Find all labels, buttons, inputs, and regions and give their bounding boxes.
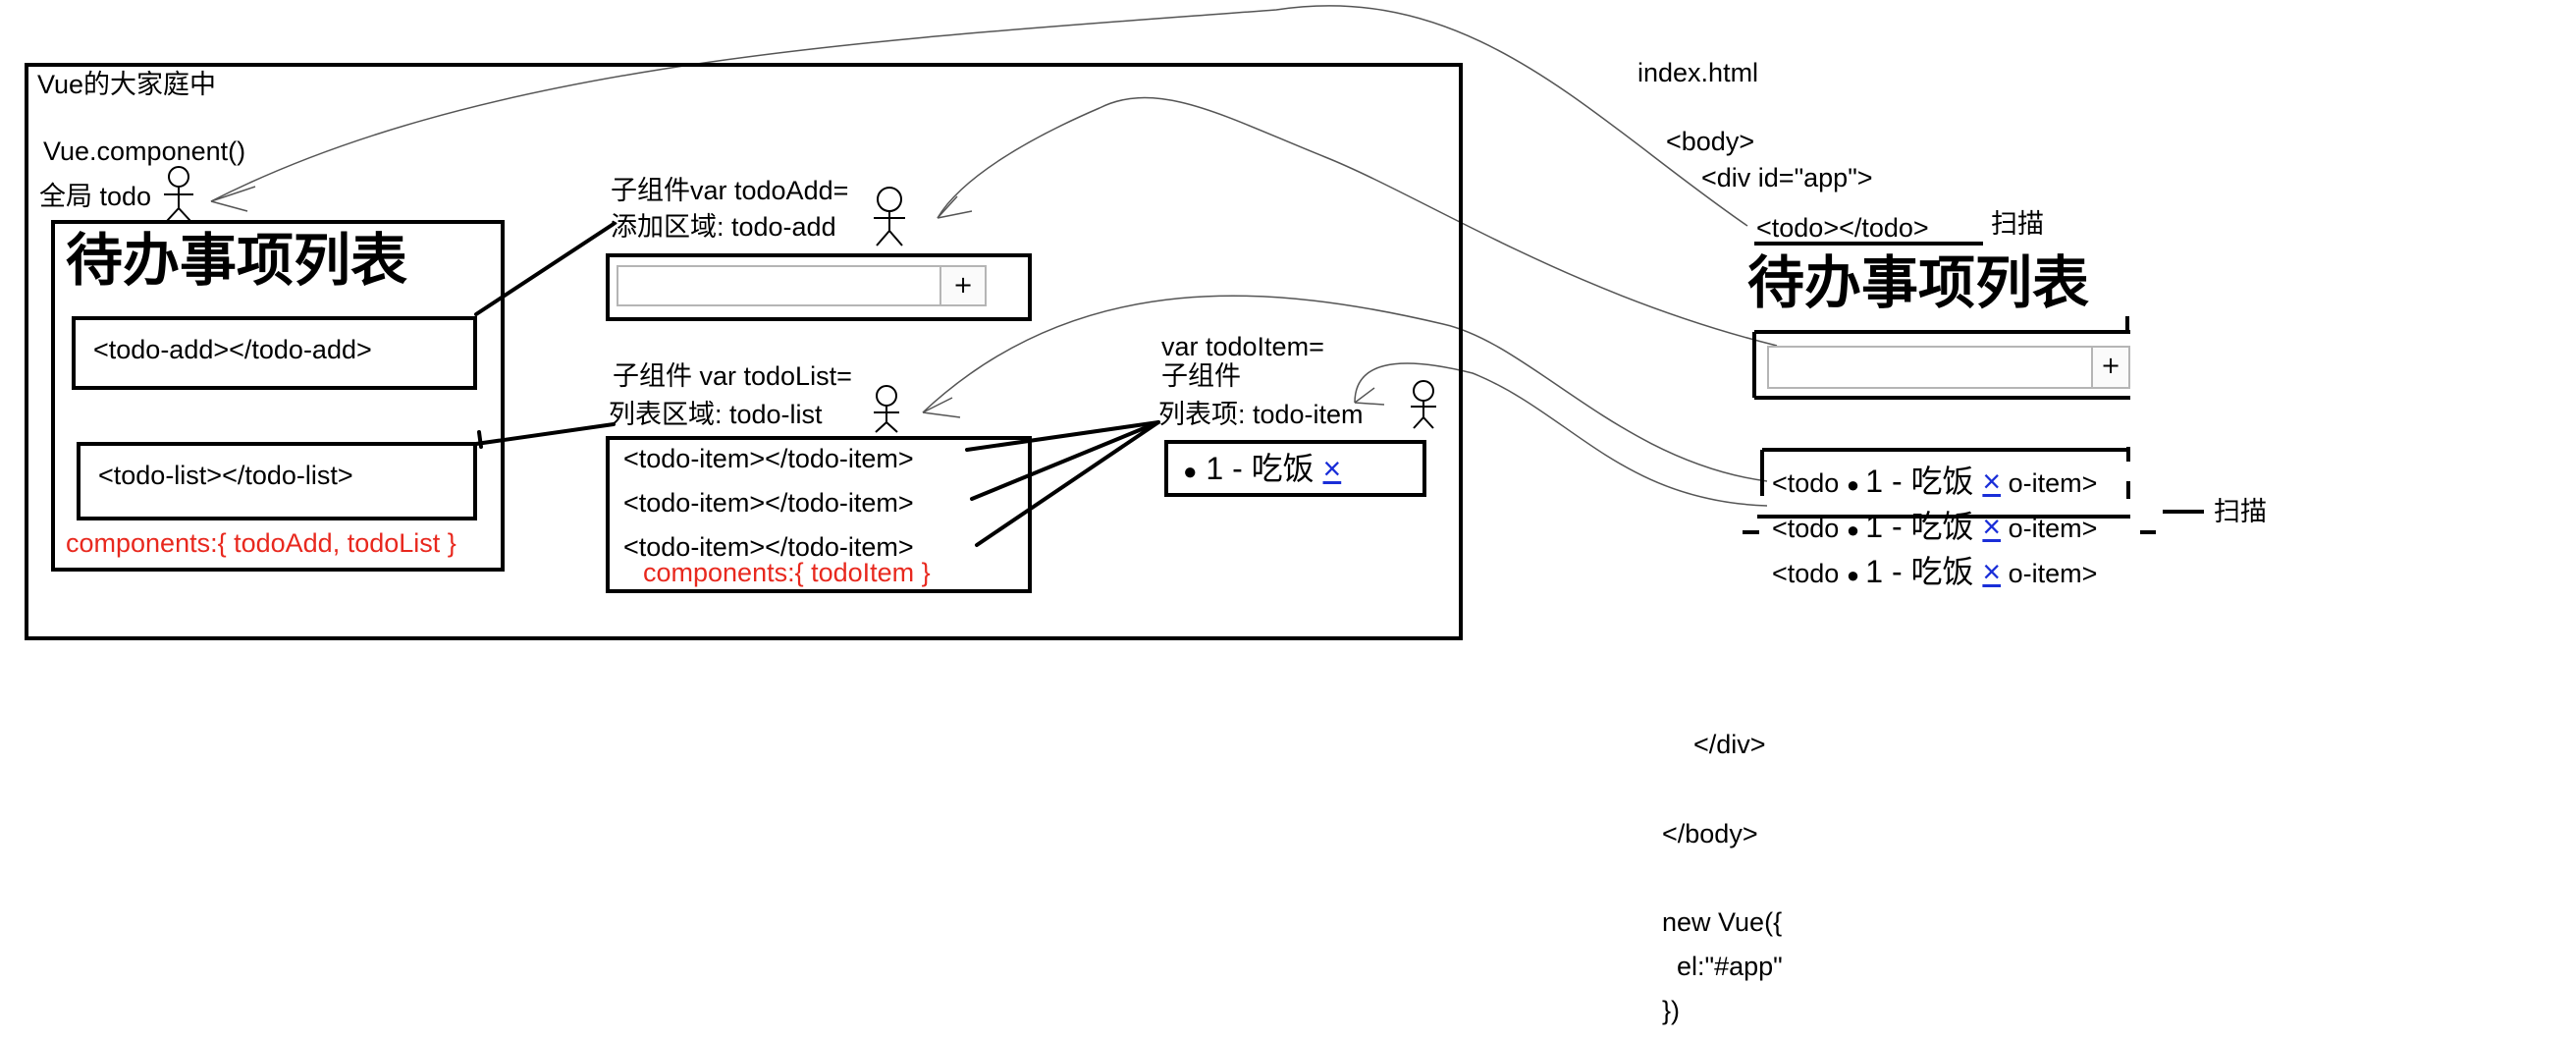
todo-list-tag: <todo-list></todo-list> — [98, 461, 353, 490]
index-row-close-link[interactable]: × — [1982, 509, 2002, 544]
arrow-index-to-todo-add — [937, 96, 1778, 347]
todo-components-label: components:{ todoAdd, todoList } — [66, 528, 456, 558]
line-item2-to-todo-item — [970, 420, 1160, 501]
todo-add-subtitle: 添加区域: todo-add — [611, 212, 836, 242]
index-body-open: <body> — [1666, 127, 1755, 156]
todo-list-title: 子组件 var todoList= — [613, 361, 852, 391]
index-row-item: ● 1 - 吃饭 × — [1846, 464, 2002, 499]
bullet-icon: ● — [1846, 518, 1866, 542]
todo-item-title: var todoItem= — [1161, 332, 1324, 361]
todo-heading: 待办事项列表 — [66, 229, 408, 293]
todo-item-close-link[interactable]: × — [1322, 451, 1342, 486]
bullet-icon: ● — [1183, 459, 1198, 485]
index-vue-close: }) — [1662, 996, 1681, 1025]
todo-list-item-1: <todo-item></todo-item> — [623, 444, 914, 473]
index-todo-tag: <todo></todo> — [1756, 213, 1929, 243]
stick-figure-todo-add — [874, 187, 905, 246]
arrow-app-to-global-todo — [210, 5, 1748, 227]
vue-family-box — [25, 63, 1463, 640]
vue-family-title: Vue的大家庭中 — [37, 70, 217, 99]
vue-component-label: Vue.component() — [43, 137, 246, 166]
todo-list-item-3: <todo-item></todo-item> — [623, 532, 914, 562]
todo-add-tag: <todo-add></todo-add> — [93, 335, 372, 364]
index-todo-add-button[interactable]: + — [2091, 346, 2130, 389]
index-todo-heading: 待办事项列表 — [1747, 251, 2090, 315]
line-list-to-todo-list — [474, 422, 616, 446]
stick-figure-todo-item — [1411, 380, 1436, 429]
todo-list-item-2: <todo-item></todo-item> — [623, 488, 914, 518]
stick-figure-todo-list — [874, 385, 899, 433]
index-div-close: </div> — [1693, 730, 1766, 759]
todo-item-desc: 列表项: todo-item — [1158, 400, 1364, 429]
todo-add-tag-box — [72, 316, 477, 390]
arrow-list-to-todo-list — [922, 295, 1768, 482]
index-row-2: <todo ● 1 - 吃饭 × o-item> — [1772, 511, 2097, 546]
index-row-close-link[interactable]: × — [1982, 554, 2002, 589]
index-row-tag-suffix: o-item> — [2008, 559, 2098, 588]
todo-item-subtitle: 子组件 — [1161, 361, 1241, 391]
global-todo-label: 全局 todo — [39, 182, 152, 211]
index-row-item: ● 1 - 吃饭 × — [1846, 509, 2002, 544]
index-row-tag-prefix: <todo — [1772, 514, 1840, 543]
todo-list-components-label: components:{ todoItem } — [643, 558, 931, 587]
index-filename: index.html — [1637, 58, 1759, 87]
index-row-tag-prefix: <todo — [1772, 468, 1840, 498]
index-row-1: <todo ● 1 - 吃饭 × o-item> — [1772, 465, 2097, 501]
index-row-item: ● 1 - 吃饭 × — [1846, 554, 2002, 589]
todo-list-box — [606, 436, 1032, 593]
todo-add-box — [606, 253, 1032, 321]
bullet-icon: ● — [1846, 472, 1866, 497]
todo-list-subtitle: 列表区域: todo-list — [609, 400, 823, 429]
index-row-close-link[interactable]: × — [1982, 464, 2002, 499]
line-add-to-todo-add — [474, 222, 616, 316]
todo-add-title: 子组件var todoAdd= — [611, 176, 849, 205]
index-todo-input[interactable] — [1767, 346, 2099, 389]
index-body-close: </body> — [1662, 819, 1758, 848]
todo-item-row: ● 1 - 吃饭 × — [1183, 450, 1341, 491]
todo-item-box — [1164, 440, 1426, 497]
bullet-icon: ● — [1846, 563, 1866, 587]
line-item3-to-todo-item — [975, 420, 1160, 547]
todo-add-button[interactable]: + — [939, 265, 987, 306]
todo-list-tag-box — [77, 442, 477, 520]
todo-add-input[interactable] — [617, 265, 948, 306]
line-item1-to-todo-item — [965, 420, 1160, 452]
index-row-tag-prefix: <todo — [1772, 559, 1840, 588]
index-row-tag-suffix: o-item> — [2008, 514, 2098, 543]
index-row-3: <todo ● 1 - 吃饭 × o-item> — [1772, 556, 2097, 591]
todo-component-box — [51, 220, 505, 572]
index-scan-label-2: 扫描 — [2214, 497, 2267, 526]
index-vue-new: new Vue({ — [1662, 907, 1783, 937]
arrow-item-to-todo-item — [1354, 362, 1768, 507]
index-div-open: <div id="app"> — [1701, 163, 1873, 192]
stick-figure-global — [164, 166, 193, 222]
index-row-tag-suffix: o-item> — [2008, 468, 2098, 498]
index-vue-el: el:"#app" — [1662, 952, 1783, 981]
index-scan-label-1: 扫描 — [1991, 209, 2044, 239]
todo-item-text: 1 - 吃饭 — [1206, 451, 1315, 486]
